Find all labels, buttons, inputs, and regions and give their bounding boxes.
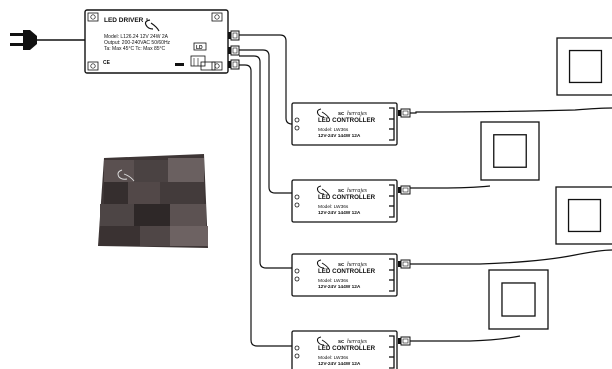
controller-brand: sc <box>338 188 344 194</box>
controller-spec: 12V-24V 144W 12A <box>318 361 361 367</box>
controller-title: LED CONTROLLER <box>318 268 376 275</box>
product-photo <box>98 154 208 248</box>
driver-ta-line: Ta: Max 45°C Tc: Max 85°C <box>104 46 166 52</box>
controller-spec: 12V-24V 144W 12A <box>318 210 361 216</box>
driver-model-line: Model: L126.24 12V 24W 2A <box>104 34 169 40</box>
connector-icon <box>398 185 411 195</box>
controller-model: Model: LW36s <box>318 127 349 133</box>
ld-badge: LD <box>196 45 203 51</box>
driver-wires <box>239 34 293 347</box>
controller-spec: 12V-24V 144W 12A <box>318 284 361 290</box>
controller-title: LED CONTROLLER <box>318 194 376 201</box>
controller-model: Model: LW36s <box>318 355 349 361</box>
controller-spec: 12V-24V 144W 12A <box>318 133 361 139</box>
led-panels <box>480 37 612 330</box>
brand-logo <box>144 18 160 32</box>
controller-brand-script: herrajes <box>347 339 368 345</box>
controller-brand-script: herrajes <box>347 262 368 268</box>
led-panel-icon <box>556 37 612 96</box>
controller-title: LED CONTROLLER <box>318 117 376 124</box>
controller-wire <box>410 249 612 265</box>
controller-model: Model: LW36s <box>318 204 349 210</box>
controller-brand-script: herrajes <box>347 188 368 194</box>
connector-icon <box>398 108 411 118</box>
driver-output-line: Output: 200-240VAC 50/60Hz <box>104 40 171 46</box>
brand-logo <box>316 259 330 270</box>
brand-logo <box>316 185 330 196</box>
led-driver: LED DRIVER Model: L126.24 12V 24W 2A Out… <box>84 9 229 74</box>
driver-output-connectors <box>228 30 240 70</box>
controller-brand-script: herrajes <box>347 111 368 117</box>
brand-logo <box>316 108 330 119</box>
led-panel-icon <box>480 121 540 181</box>
ce-mark: CE <box>103 60 111 66</box>
connector-icon <box>398 259 411 269</box>
controller-title: LED CONTROLLER <box>318 345 376 352</box>
controller-wire <box>410 335 521 342</box>
led-panel-icon <box>555 186 612 245</box>
controller-wire <box>410 107 612 114</box>
brand-logo <box>316 336 330 347</box>
controller-wire <box>410 185 491 189</box>
connector-icon <box>398 336 411 346</box>
controller-brand: sc <box>338 339 344 345</box>
controller-brand: sc <box>338 262 344 268</box>
plug-icon <box>10 30 85 50</box>
driver-title: LED DRIVER <box>104 17 144 24</box>
led-panel-icon <box>488 269 549 330</box>
controller-model: Model: LW36s <box>318 278 349 284</box>
controller-brand: sc <box>338 111 344 117</box>
